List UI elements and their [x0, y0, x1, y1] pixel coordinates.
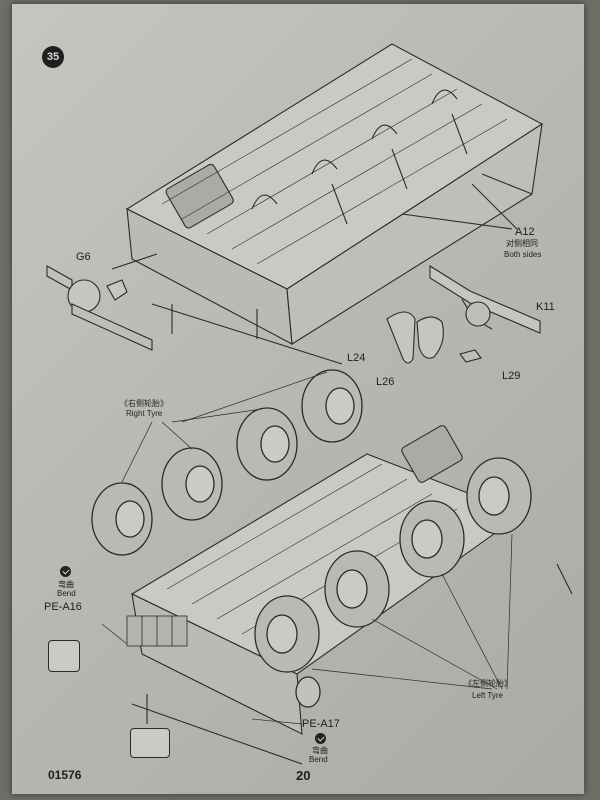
part-note-a12-cn: 对侧相同	[506, 239, 538, 248]
right-tyre-en: Right Tyre	[126, 409, 163, 418]
left-tyres-drawing	[254, 457, 532, 708]
bend-note-cn-a16: 弯曲	[58, 580, 74, 589]
page-number: 20	[296, 768, 311, 783]
step-number-badge: 35	[42, 46, 64, 68]
assembly-diagram	[46, 43, 573, 765]
instruction-sheet: { "step": {"number": "35"}, "parts": { "…	[12, 4, 584, 794]
part-g6-drawing	[46, 265, 153, 351]
right-tyres-drawing	[91, 369, 363, 556]
parts-l24-l26-l29-drawing	[386, 311, 482, 364]
right-tyre-cn: 《右侧轮胎》	[120, 399, 168, 408]
bend-check-icon	[315, 733, 326, 744]
bend-check-icon	[60, 566, 71, 577]
bend-hint-box-a16	[48, 640, 80, 672]
part-label-l26: L26	[376, 376, 395, 388]
left-tyre-en: Left Tyre	[472, 691, 503, 700]
bend-note-en-a17: Bend	[309, 755, 328, 764]
bend-note-en-a16: Bend	[57, 589, 76, 598]
part-note-a12-en: Both sides	[504, 250, 542, 259]
part-label-k11: K11	[536, 301, 555, 313]
part-label-l24: L24	[347, 352, 366, 364]
kit-code: 01576	[48, 768, 82, 782]
bend-hint-box-a17	[130, 728, 170, 758]
part-label-g6: G6	[76, 251, 91, 263]
upper-hull-drawing	[111, 43, 544, 365]
part-label-a12: A12	[515, 226, 535, 238]
bend-note-cn-a17: 弯曲	[312, 746, 328, 755]
part-label-pe-a16: PE-A16	[44, 601, 82, 613]
part-label-pe-a17: PE-A17	[302, 718, 340, 730]
part-label-l29: L29	[502, 370, 521, 382]
left-tyre-cn: 《左侧轮胎》	[464, 679, 512, 688]
part-k11-drawing	[429, 265, 541, 334]
